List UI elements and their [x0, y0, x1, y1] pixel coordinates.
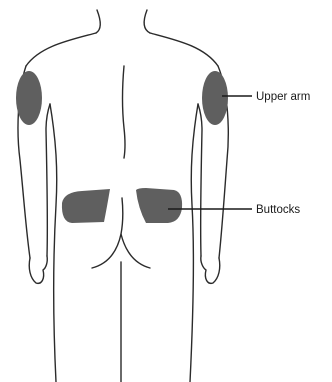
callout-upper-arm: Upper arm	[222, 91, 310, 103]
right-upper-arm-site	[202, 71, 228, 125]
body-outline	[18, 10, 228, 382]
left-hand-line	[29, 256, 47, 283]
neck-left-line	[96, 10, 100, 33]
spine-line	[123, 66, 126, 158]
callout-buttocks: Buttocks	[168, 204, 300, 216]
buttocks-label: Buttocks	[256, 204, 300, 216]
right-hand-line	[201, 256, 220, 283]
buttocks-crease-line	[121, 234, 150, 268]
right-buttock-site	[136, 188, 182, 223]
left-arm-inner-line	[46, 104, 50, 256]
left-shoulder-line	[26, 33, 96, 66]
right-torso-leg-line	[190, 104, 198, 382]
right-shoulder-line	[150, 33, 218, 66]
left-upper-arm-site	[16, 71, 42, 125]
right-arm-inner-line	[198, 104, 202, 256]
left-torso-leg-line	[50, 104, 57, 382]
left-buttock-site	[62, 189, 110, 223]
upper-arm-label: Upper arm	[256, 91, 310, 103]
neck-right-line	[144, 10, 150, 33]
